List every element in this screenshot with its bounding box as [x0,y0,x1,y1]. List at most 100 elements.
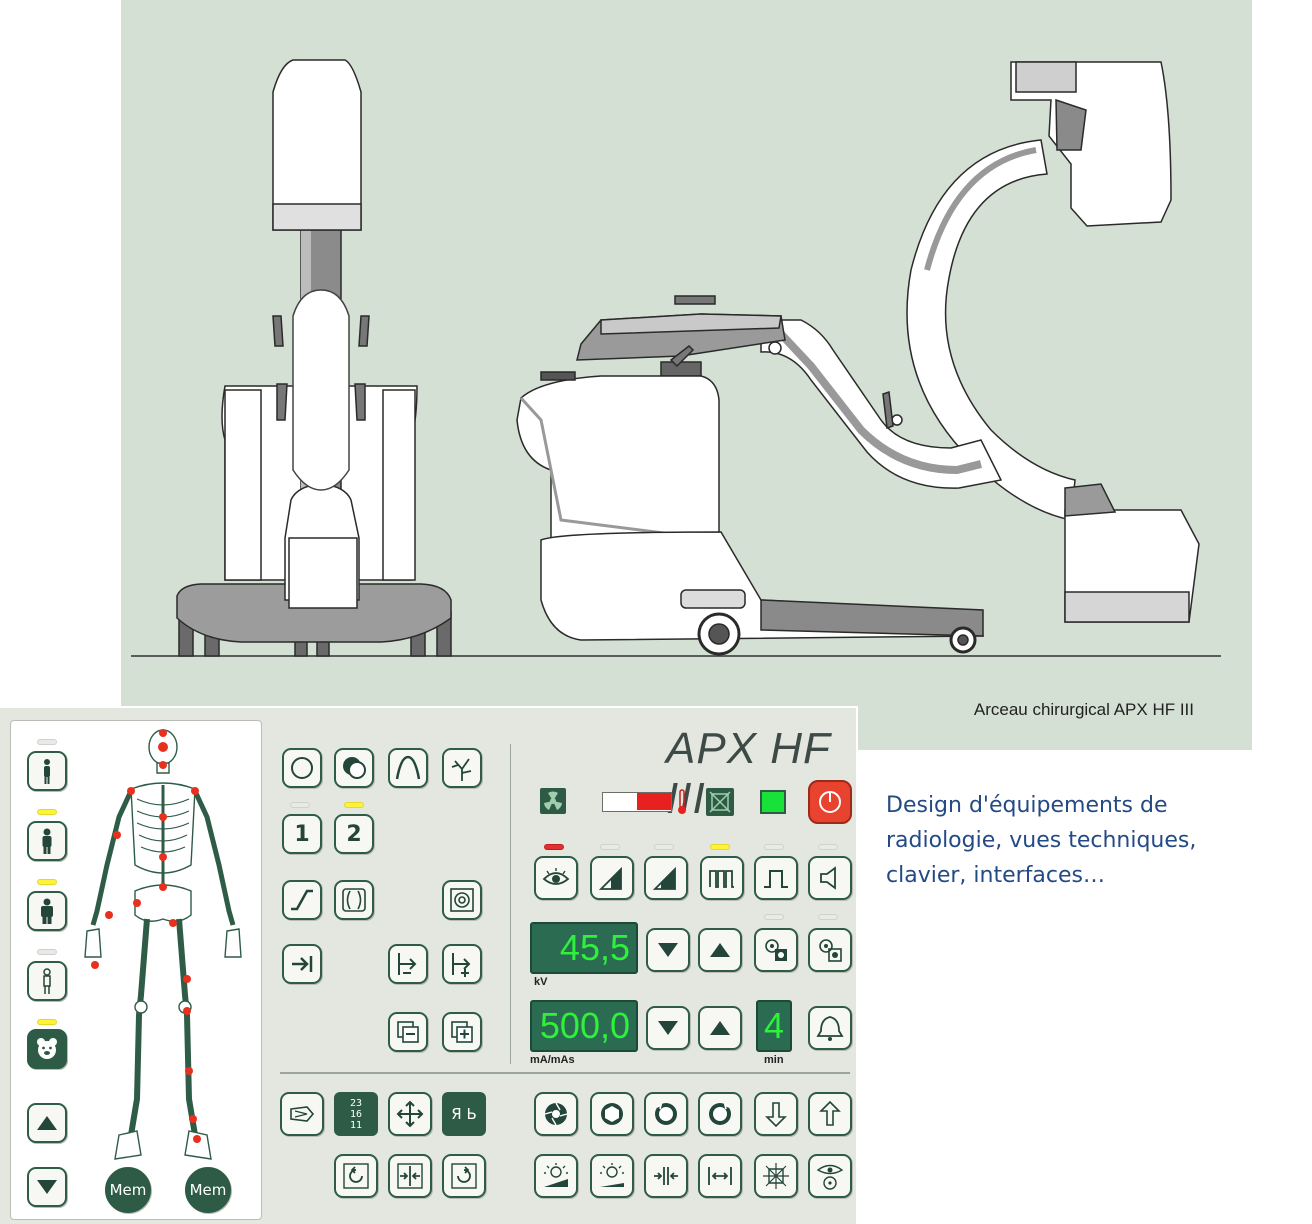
kv-increase-button[interactable] [698,928,742,972]
image-counter-button[interactable]: 23 16 11 [334,1092,378,1136]
sun-high-icon [600,1163,624,1187]
triangle-up-icon [37,1116,57,1130]
arch-mode-button[interactable] [388,748,428,788]
program-2-button[interactable]: 2 [334,814,374,854]
pediatric-button[interactable] [27,1029,67,1069]
iris-open-button[interactable] [590,1092,634,1136]
speaker-icon [820,866,836,890]
skeleton-anatomy-map[interactable] [79,725,257,1171]
radiation-icon [544,791,562,810]
bell-curve-icon [395,755,421,780]
anatomy-point-spine [159,853,167,861]
triangle-down-icon [658,1021,678,1035]
iris-close-button[interactable] [534,1092,578,1136]
acoustic-signal-button[interactable] [808,856,852,900]
mem-left-button[interactable]: Mem [105,1167,151,1213]
anatomy-selector-card: Mem Mem [10,720,262,1220]
child-button[interactable] [27,961,67,1001]
timer-unit-label: min [764,1054,784,1066]
mas-display: 500,0 [530,1000,638,1052]
collimator-button[interactable] [334,880,374,920]
arrow-right-bar-icon [292,956,313,972]
anatomy-point-tibia [185,1067,193,1075]
rotate-cw-icon [451,1163,477,1189]
triangle-down-icon [658,943,678,957]
circle-icon [291,757,313,779]
contrast-increase-button[interactable] [698,1154,742,1198]
brightness-up-button[interactable] [590,1154,634,1198]
anatomy-point-humerus [113,831,121,839]
flip-horizontal-button[interactable] [388,1154,432,1198]
iris-button[interactable] [442,880,482,920]
ramp-button[interactable] [282,880,322,920]
circle-field-button[interactable] [282,748,322,788]
program-1-button[interactable]: 1 [282,814,322,854]
manual-exposure-button[interactable] [808,928,852,972]
collimator-icon [342,888,366,912]
mirror-image-button[interactable]: Я Ь [442,1092,486,1136]
step-minus-button[interactable] [388,944,428,984]
raise-button[interactable] [808,1092,852,1136]
rotate-right-button[interactable] [442,1154,486,1198]
anatomy-point-knee [183,1007,191,1015]
alarm-reset-button[interactable] [808,1006,852,1050]
adult-thin-button[interactable] [27,751,67,791]
arrows-inward-icon [654,1167,678,1185]
program-1-led [290,802,310,808]
illustration-caption: Arceau chirurgical APX HF III [973,700,1194,719]
ramp-curve-icon [291,889,313,911]
brightness-down-button[interactable] [534,1154,578,1198]
power-button[interactable] [808,780,852,824]
manual-mode-led [818,914,838,920]
adult-large-button[interactable] [27,891,67,931]
dual-field-button[interactable] [334,748,374,788]
tube-temperature-gauge [602,792,672,812]
mas-unit-label: mA/mAs [530,1054,575,1066]
laser-aim-button[interactable] [754,1154,798,1198]
contrast-decrease-button[interactable] [644,1154,688,1198]
tape-reverse-icon [290,1106,315,1122]
kv-decrease-button[interactable] [646,928,690,972]
fluoro-button[interactable] [534,856,578,900]
mas-decrease-button[interactable] [646,1006,690,1050]
pulsed-mode-button[interactable] [700,856,744,900]
scroll-up-button[interactable] [27,1103,67,1143]
rotate-left-button[interactable] [334,1154,378,1198]
adult-medium-button[interactable] [27,821,67,861]
collimator-rotate-right-button[interactable] [698,1092,742,1136]
triangle-down-icon [37,1180,57,1194]
collimator-rotate-left-button[interactable] [644,1092,688,1136]
collimator-rotate-cw-icon [709,1103,731,1125]
arrows-outward-icon [708,1167,732,1185]
lower-button[interactable] [754,1092,798,1136]
single-pulse-button[interactable] [754,856,798,900]
counter-line: 16 [349,1108,363,1120]
reverse-image-button[interactable] [280,1092,324,1136]
timer-display: 4 [756,1000,792,1052]
copy-minus-icon [397,1021,419,1043]
copy-plus-button[interactable] [442,1012,482,1052]
radiation-crossed-icon [709,791,731,813]
child-led [37,949,57,955]
vertical-divider [510,744,511,1064]
high-dose-button[interactable] [644,856,688,900]
scroll-down-button[interactable] [27,1167,67,1207]
brand-title: APX HF III [666,724,831,823]
arrow-to-bar-button[interactable] [282,944,322,984]
mas-increase-button[interactable] [698,1006,742,1050]
step-plus-button[interactable] [442,944,482,984]
auto-exposure-button[interactable] [754,928,798,972]
copy-minus-button[interactable] [388,1012,428,1052]
low-dose-button[interactable] [590,856,634,900]
view-radiation-button[interactable] [808,1154,852,1198]
power-icon [819,791,841,813]
no-radiation-indicator [706,788,734,816]
teddy-bear-icon [37,1038,57,1059]
four-way-arrows-icon [396,1100,424,1128]
move-image-button[interactable] [388,1092,432,1136]
vascular-mode-button[interactable] [442,748,482,788]
thermometer-icon [678,789,686,814]
description-line: Design d'équipements de [886,793,1168,818]
mem-right-button[interactable]: Mem [185,1167,231,1213]
triangle-up-icon [710,1021,730,1035]
